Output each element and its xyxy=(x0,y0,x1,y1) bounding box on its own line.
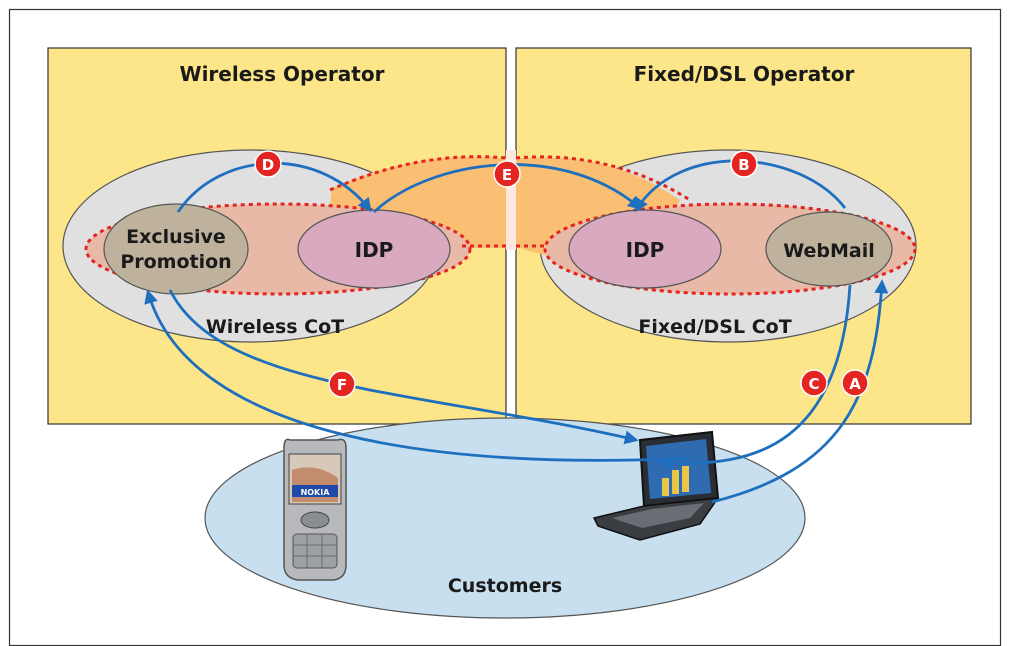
step-badge-f: F xyxy=(328,370,356,398)
mobile-phone-icon: NOKIA xyxy=(283,438,347,581)
svg-text:A: A xyxy=(849,375,861,393)
webmail-label: WebMail xyxy=(783,240,875,262)
webmail-service xyxy=(765,211,893,287)
step-badge-d: D xyxy=(254,150,282,178)
svg-text:E: E xyxy=(502,166,512,184)
step-badge-b: B xyxy=(730,150,758,178)
fixed-trust-zone-border xyxy=(543,202,917,296)
arrow-c xyxy=(657,284,852,470)
step-badge-e: E xyxy=(493,160,521,188)
svg-text:B: B xyxy=(738,156,749,174)
wireless-cot-label: Wireless CoT xyxy=(206,316,344,338)
customers-label: Customers xyxy=(448,575,562,597)
exclusive-promotion-line2: Promotion xyxy=(120,251,231,273)
arrow-phone-to-promo xyxy=(144,289,693,462)
fixed-idp-label: IDP xyxy=(626,238,665,262)
svg-text:C: C xyxy=(808,375,819,393)
operator-gap xyxy=(506,150,516,250)
svg-text:D: D xyxy=(262,156,274,174)
step-badge-c: C xyxy=(800,369,828,397)
wireless-idp-label: IDP xyxy=(355,238,394,262)
svg-text:F: F xyxy=(337,376,347,394)
step-badge-a: A xyxy=(841,369,869,397)
exclusive-promotion-service xyxy=(103,203,249,295)
fixed-cot-label: Fixed/DSL CoT xyxy=(638,316,791,338)
wireless-operator-title: Wireless Operator xyxy=(180,62,385,86)
federation-zone-border xyxy=(329,155,691,248)
arrow-a xyxy=(711,279,889,504)
wireless-idp xyxy=(297,209,451,289)
exclusive-promotion-line1: Exclusive xyxy=(126,226,226,248)
wireless-trust-zone-border xyxy=(84,202,472,296)
fixed-operator-title: Fixed/DSL Operator xyxy=(634,62,855,86)
laptop-icon xyxy=(592,430,720,541)
nokia-label: NOKIA xyxy=(301,488,331,497)
